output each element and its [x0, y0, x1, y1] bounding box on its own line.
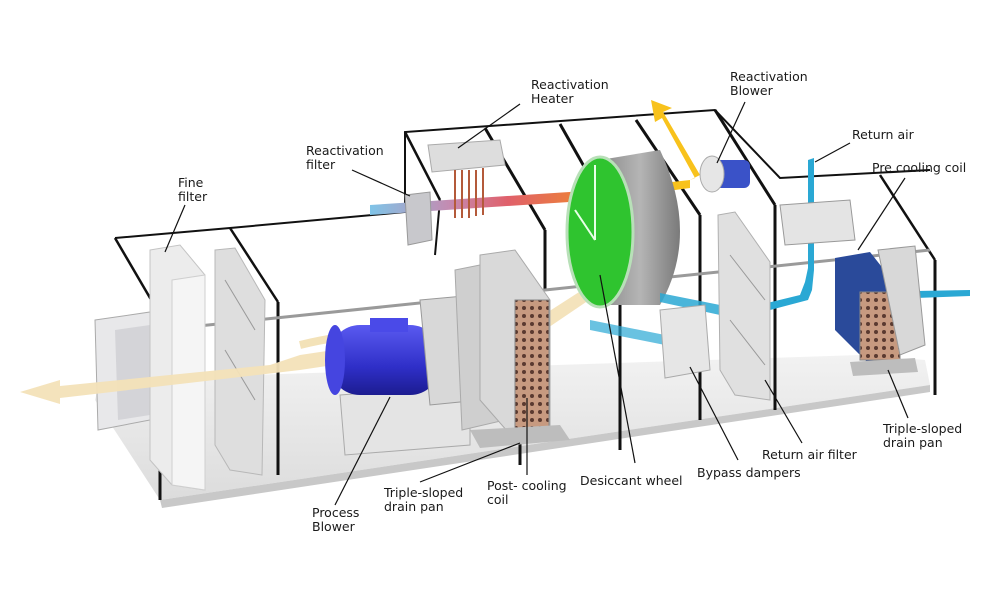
return-air-damper: [779, 199, 856, 246]
reactivation-heater-unit: [427, 139, 506, 218]
label-reactivation-heater: Reactivation Heater: [531, 77, 609, 106]
label-process-blower: Process Blower: [312, 505, 360, 534]
fine-filter-panel: [149, 244, 206, 491]
label-fine-filter: Fine filter: [178, 175, 208, 204]
label-triple-sloped-drain-pan-left: Triple-sloped drain pan: [384, 485, 464, 514]
pre-filter-panel: [214, 247, 266, 476]
reactivation-filter-panel: [404, 191, 433, 246]
process-blower-assembly: [325, 261, 506, 456]
label-bypass-dampers: Bypass dampers: [697, 465, 801, 480]
label-pre-cooling-coil: Pre cooling coil: [872, 160, 967, 175]
bypass-damper-unit: [659, 304, 711, 379]
label-return-air-filter: Return air filter: [762, 447, 857, 462]
leader-lines: [164, 101, 909, 506]
pre-cooling-coil-unit: [835, 245, 926, 376]
outlet-damper: [94, 311, 151, 431]
post-cooling-coil-unit: [470, 249, 570, 448]
label-post-cooling-coil: Post- cooling coil: [487, 478, 567, 507]
return-air-filter-panel: [717, 211, 771, 401]
label-reactivation-filter: Reactivation filter: [306, 143, 384, 172]
reactivation-blower-unit: [699, 155, 750, 193]
label-triple-sloped-drain-pan-right: Triple-sloped drain pan: [883, 421, 963, 450]
label-desiccant-wheel: Desiccant wheel: [580, 473, 683, 488]
label-reactivation-blower: Reactivation Blower: [730, 69, 808, 98]
desiccant-wheel-unit: [565, 150, 680, 309]
label-return-air: Return air: [852, 127, 914, 142]
